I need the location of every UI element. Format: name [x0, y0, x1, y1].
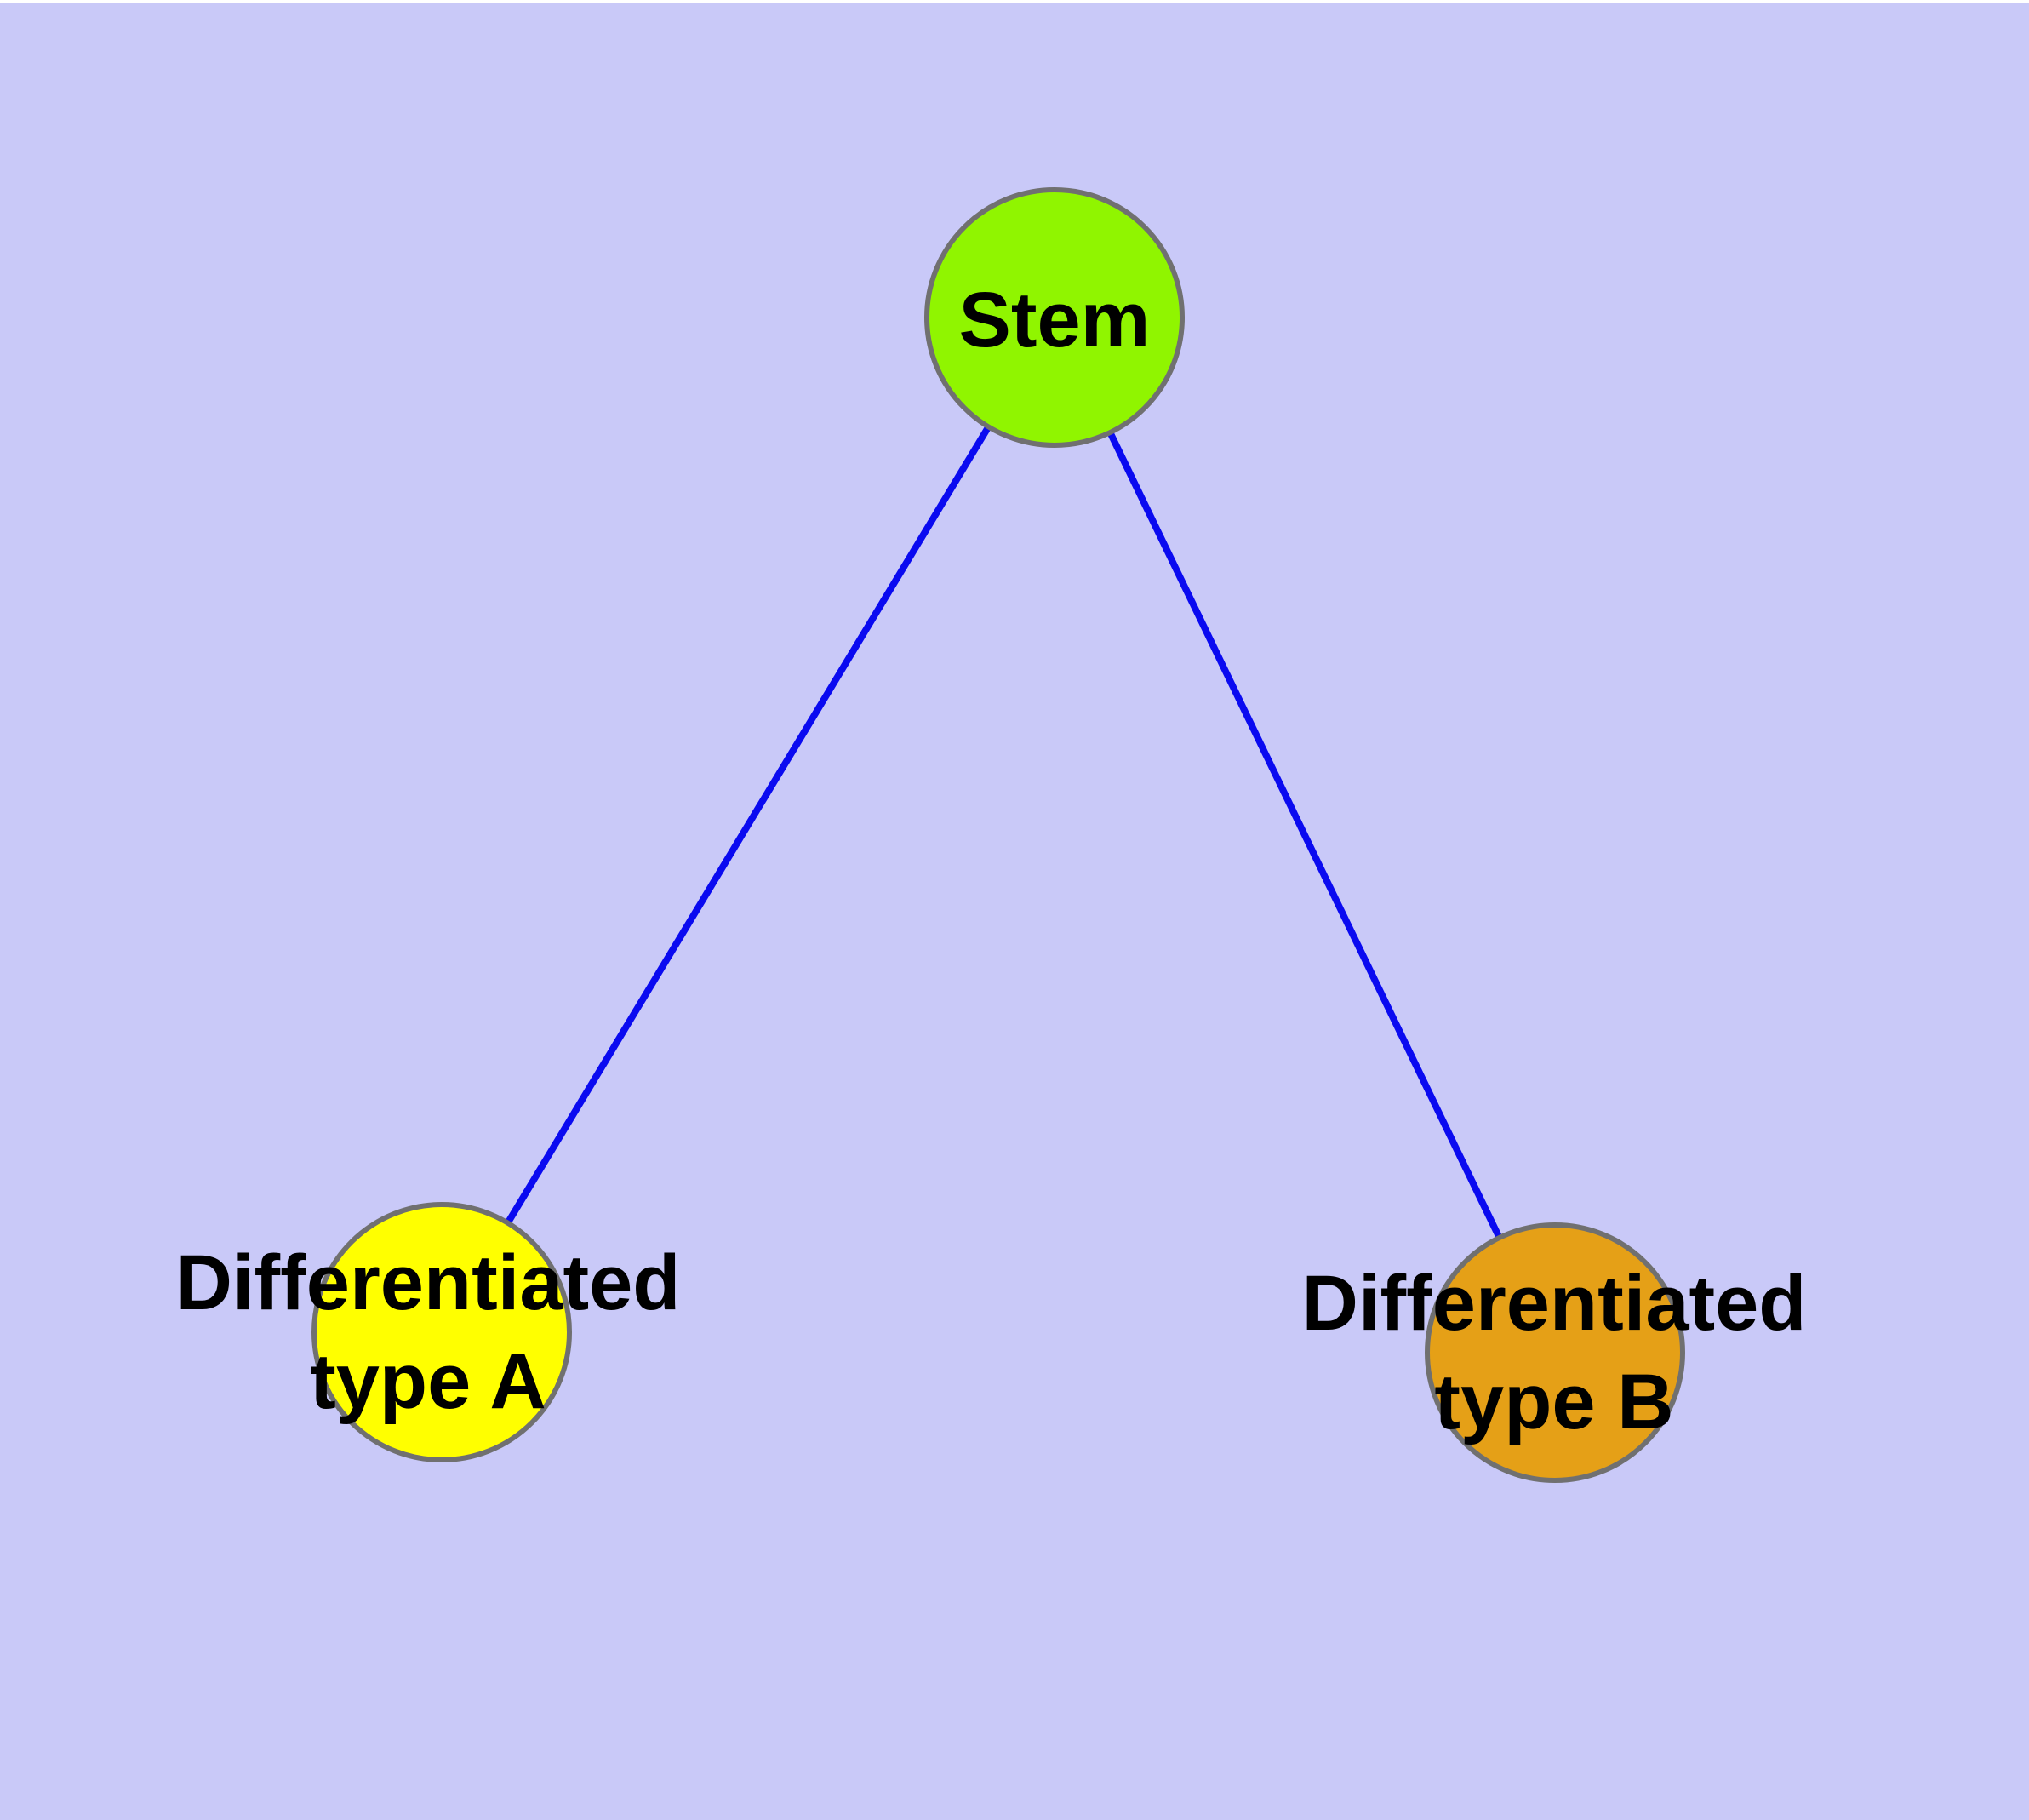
top-border-strip [0, 0, 2029, 3]
edge-stem-to-type-a [438, 315, 1058, 1335]
node-type-b-circle [1425, 1222, 1685, 1483]
node-type-a-circle [311, 1202, 572, 1462]
node-stem-circle [924, 187, 1185, 448]
edge-stem-to-type-b [1051, 316, 1558, 1354]
